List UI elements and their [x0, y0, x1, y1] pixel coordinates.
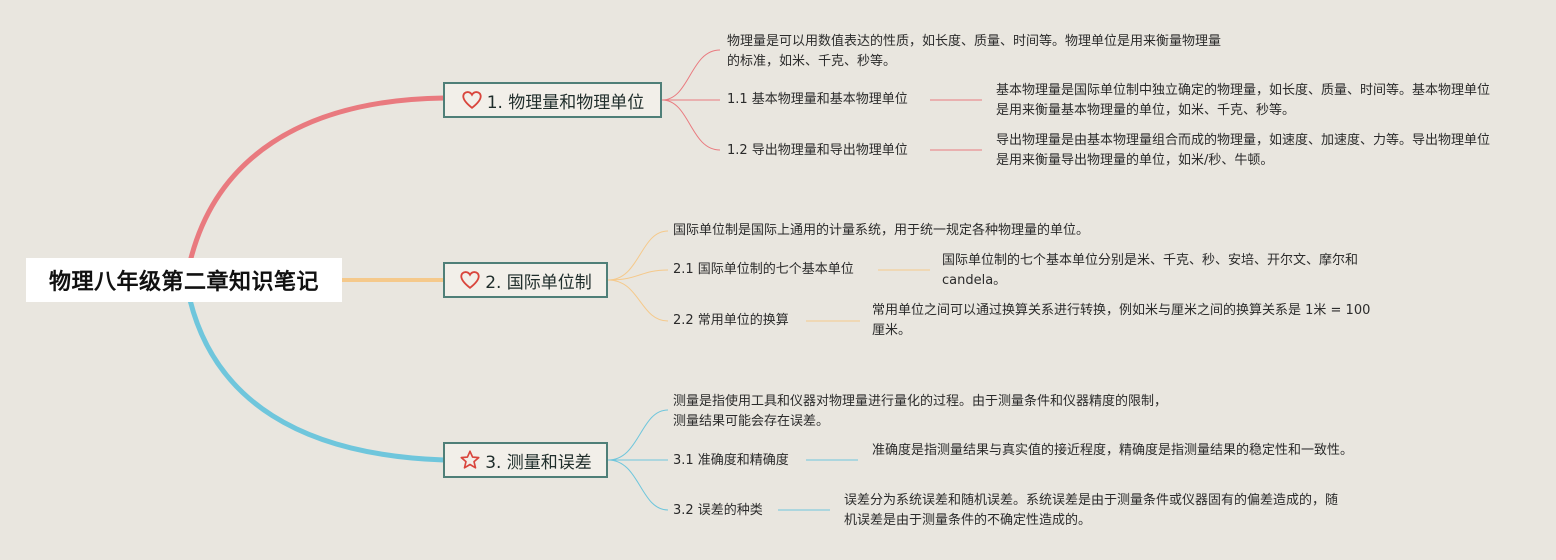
branch-desc-1: 物理量是可以用数值表达的性质，如长度、质量、时间等。物理单位是用来衡量物理量的标…: [727, 34, 1222, 69]
sub-text-1-2: 导出物理量是由基本物理量组合而成的物理量，如速度、加速度、力等。导出物理单位是用…: [996, 133, 1491, 168]
sub-label-3-1[interactable]: 3.1 准确度和精确度: [673, 453, 789, 468]
b1-connector-desc: [661, 49, 721, 101]
star-icon: [459, 449, 481, 471]
branch-label-3: 3. 测量和误差: [485, 452, 592, 473]
sub-text-2-2: 常用单位之间可以通过换算关系进行转换，例如米与厘米之间的换算关系是 1米 = 1…: [872, 303, 1371, 338]
b2-connector-sub2: [607, 279, 669, 322]
sub-text-3-2: 误差分为系统误差和随机误差。系统误差是由于测量条件或仪器固有的偏差造成的，随机误…: [844, 493, 1339, 528]
branch-desc-2: 国际单位制是国际上通用的计量系统，用于统一规定各种物理量的单位。: [673, 223, 1090, 238]
root-connector-3: [187, 299, 445, 463]
b3-connector-desc: [607, 409, 669, 461]
heart-icon: [461, 89, 483, 111]
root-node[interactable]: 物理八年级第二章知识笔记: [26, 258, 342, 302]
branch-label-1: 1. 物理量和物理单位: [486, 92, 645, 113]
sub-label-2-1[interactable]: 2.1 国际单位制的七个基本单位: [673, 262, 854, 277]
branch-label-2: 2. 国际单位制: [485, 272, 592, 293]
sub-text-2-1: 国际单位制的七个基本单位分别是米、千克、秒、安培、开尔文、摩尔和candela。: [942, 253, 1359, 288]
sub-text-1-1: 基本物理量是国际单位制中独立确定的物理量，如长度、质量、时间等。基本物理单位是用…: [996, 83, 1491, 118]
sub-text-3-1: 准确度是指测量结果与真实值的接近程度，精确度是指测量结果的稳定性和一致性。: [872, 443, 1354, 458]
root-title: 物理八年级第二章知识笔记: [48, 270, 319, 295]
sub-label-1-1[interactable]: 1.1 基本物理量和基本物理单位: [727, 92, 908, 107]
sub-label-3-2[interactable]: 3.2 误差的种类: [673, 503, 763, 518]
branch-node-1[interactable]: 1. 物理量和物理单位: [443, 82, 662, 118]
branch-desc-3: 测量是指使用工具和仪器对物理量进行量化的过程。由于测量条件和仪器精度的限制，测量…: [673, 394, 1168, 429]
b2-connector-sub1: [607, 269, 669, 281]
sub-label-2-2[interactable]: 2.2 常用单位的换算: [673, 313, 789, 328]
b3-connector-sub2: [607, 459, 669, 511]
branch-node-2[interactable]: 2. 国际单位制: [443, 262, 608, 298]
root-connector-1: [187, 95, 445, 263]
b1-connector-sub2: [661, 99, 721, 151]
branch-node-3[interactable]: 3. 测量和误差: [443, 442, 608, 478]
heart-icon: [459, 269, 481, 291]
sub-label-1-2[interactable]: 1.2 导出物理量和导出物理单位: [727, 143, 908, 158]
b2-connector-desc: [607, 230, 669, 281]
